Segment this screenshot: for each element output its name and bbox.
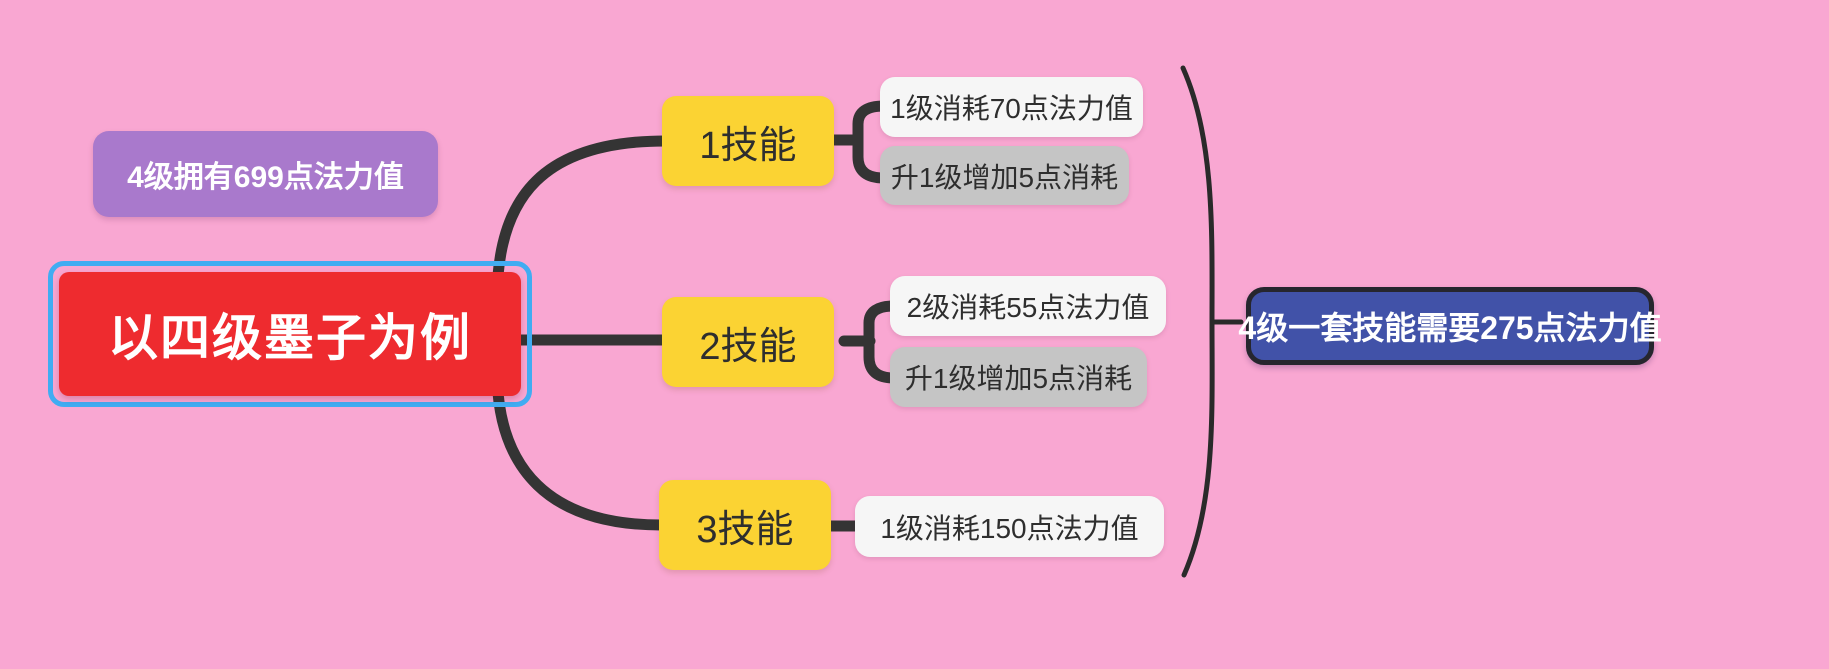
child-topic-skill3-cost[interactable]: 1级消耗150点法力值 — [855, 496, 1164, 557]
child-topic-skill2-cost-label: 2级消耗55点法力值 — [906, 292, 1150, 323]
child-topic-skill1-upgrade-label: 升1级增加5点消耗 — [890, 161, 1119, 193]
branch-topic-skill1-label: 1技能 — [699, 124, 797, 167]
branch-topic-skill3-label: 3技能 — [696, 508, 794, 551]
child-topic-skill1-cost[interactable]: 1级消耗70点法力值 — [880, 77, 1143, 137]
branch-topic-skill2[interactable]: 2技能 — [662, 297, 834, 387]
root-topic-label: 以四级墨子为例 — [108, 310, 472, 366]
child-topic-skill1-cost-label: 1级消耗70点法力值 — [890, 93, 1133, 124]
root-topic[interactable]: 以四级墨子为例 — [59, 272, 521, 396]
floating-topic[interactable]: 4级拥有699点法力值 — [93, 131, 438, 217]
child-topic-skill1-upgrade[interactable]: 升1级增加5点消耗 — [880, 146, 1129, 205]
child-topic-skill2-cost[interactable]: 2级消耗55点法力值 — [890, 276, 1166, 336]
summary-bracket — [1180, 65, 1215, 578]
branch-topic-skill1[interactable]: 1技能 — [662, 96, 834, 186]
summary-topic[interactable]: 4级一套技能需要275点法力值 — [1238, 287, 1662, 365]
child-topic-skill3-cost-label: 1级消耗150点法力值 — [880, 512, 1139, 544]
floating-topic-label: 4级拥有699点法力值 — [127, 161, 404, 194]
child-topic-skill2-upgrade[interactable]: 升1级增加5点消耗 — [890, 347, 1147, 407]
connector-branch2-fork — [863, 300, 900, 384]
summary-topic-label: 4级一套技能需要275点法力值 — [1238, 310, 1662, 346]
branch-topic-skill3[interactable]: 3技能 — [659, 480, 831, 570]
branch-topic-skill2-label: 2技能 — [699, 325, 797, 368]
connector-branch1-fork — [852, 100, 890, 184]
child-topic-skill2-upgrade-label: 升1级增加5点消耗 — [904, 363, 1133, 394]
root-topic-selection-outline: 以四级墨子为例 — [48, 261, 532, 407]
